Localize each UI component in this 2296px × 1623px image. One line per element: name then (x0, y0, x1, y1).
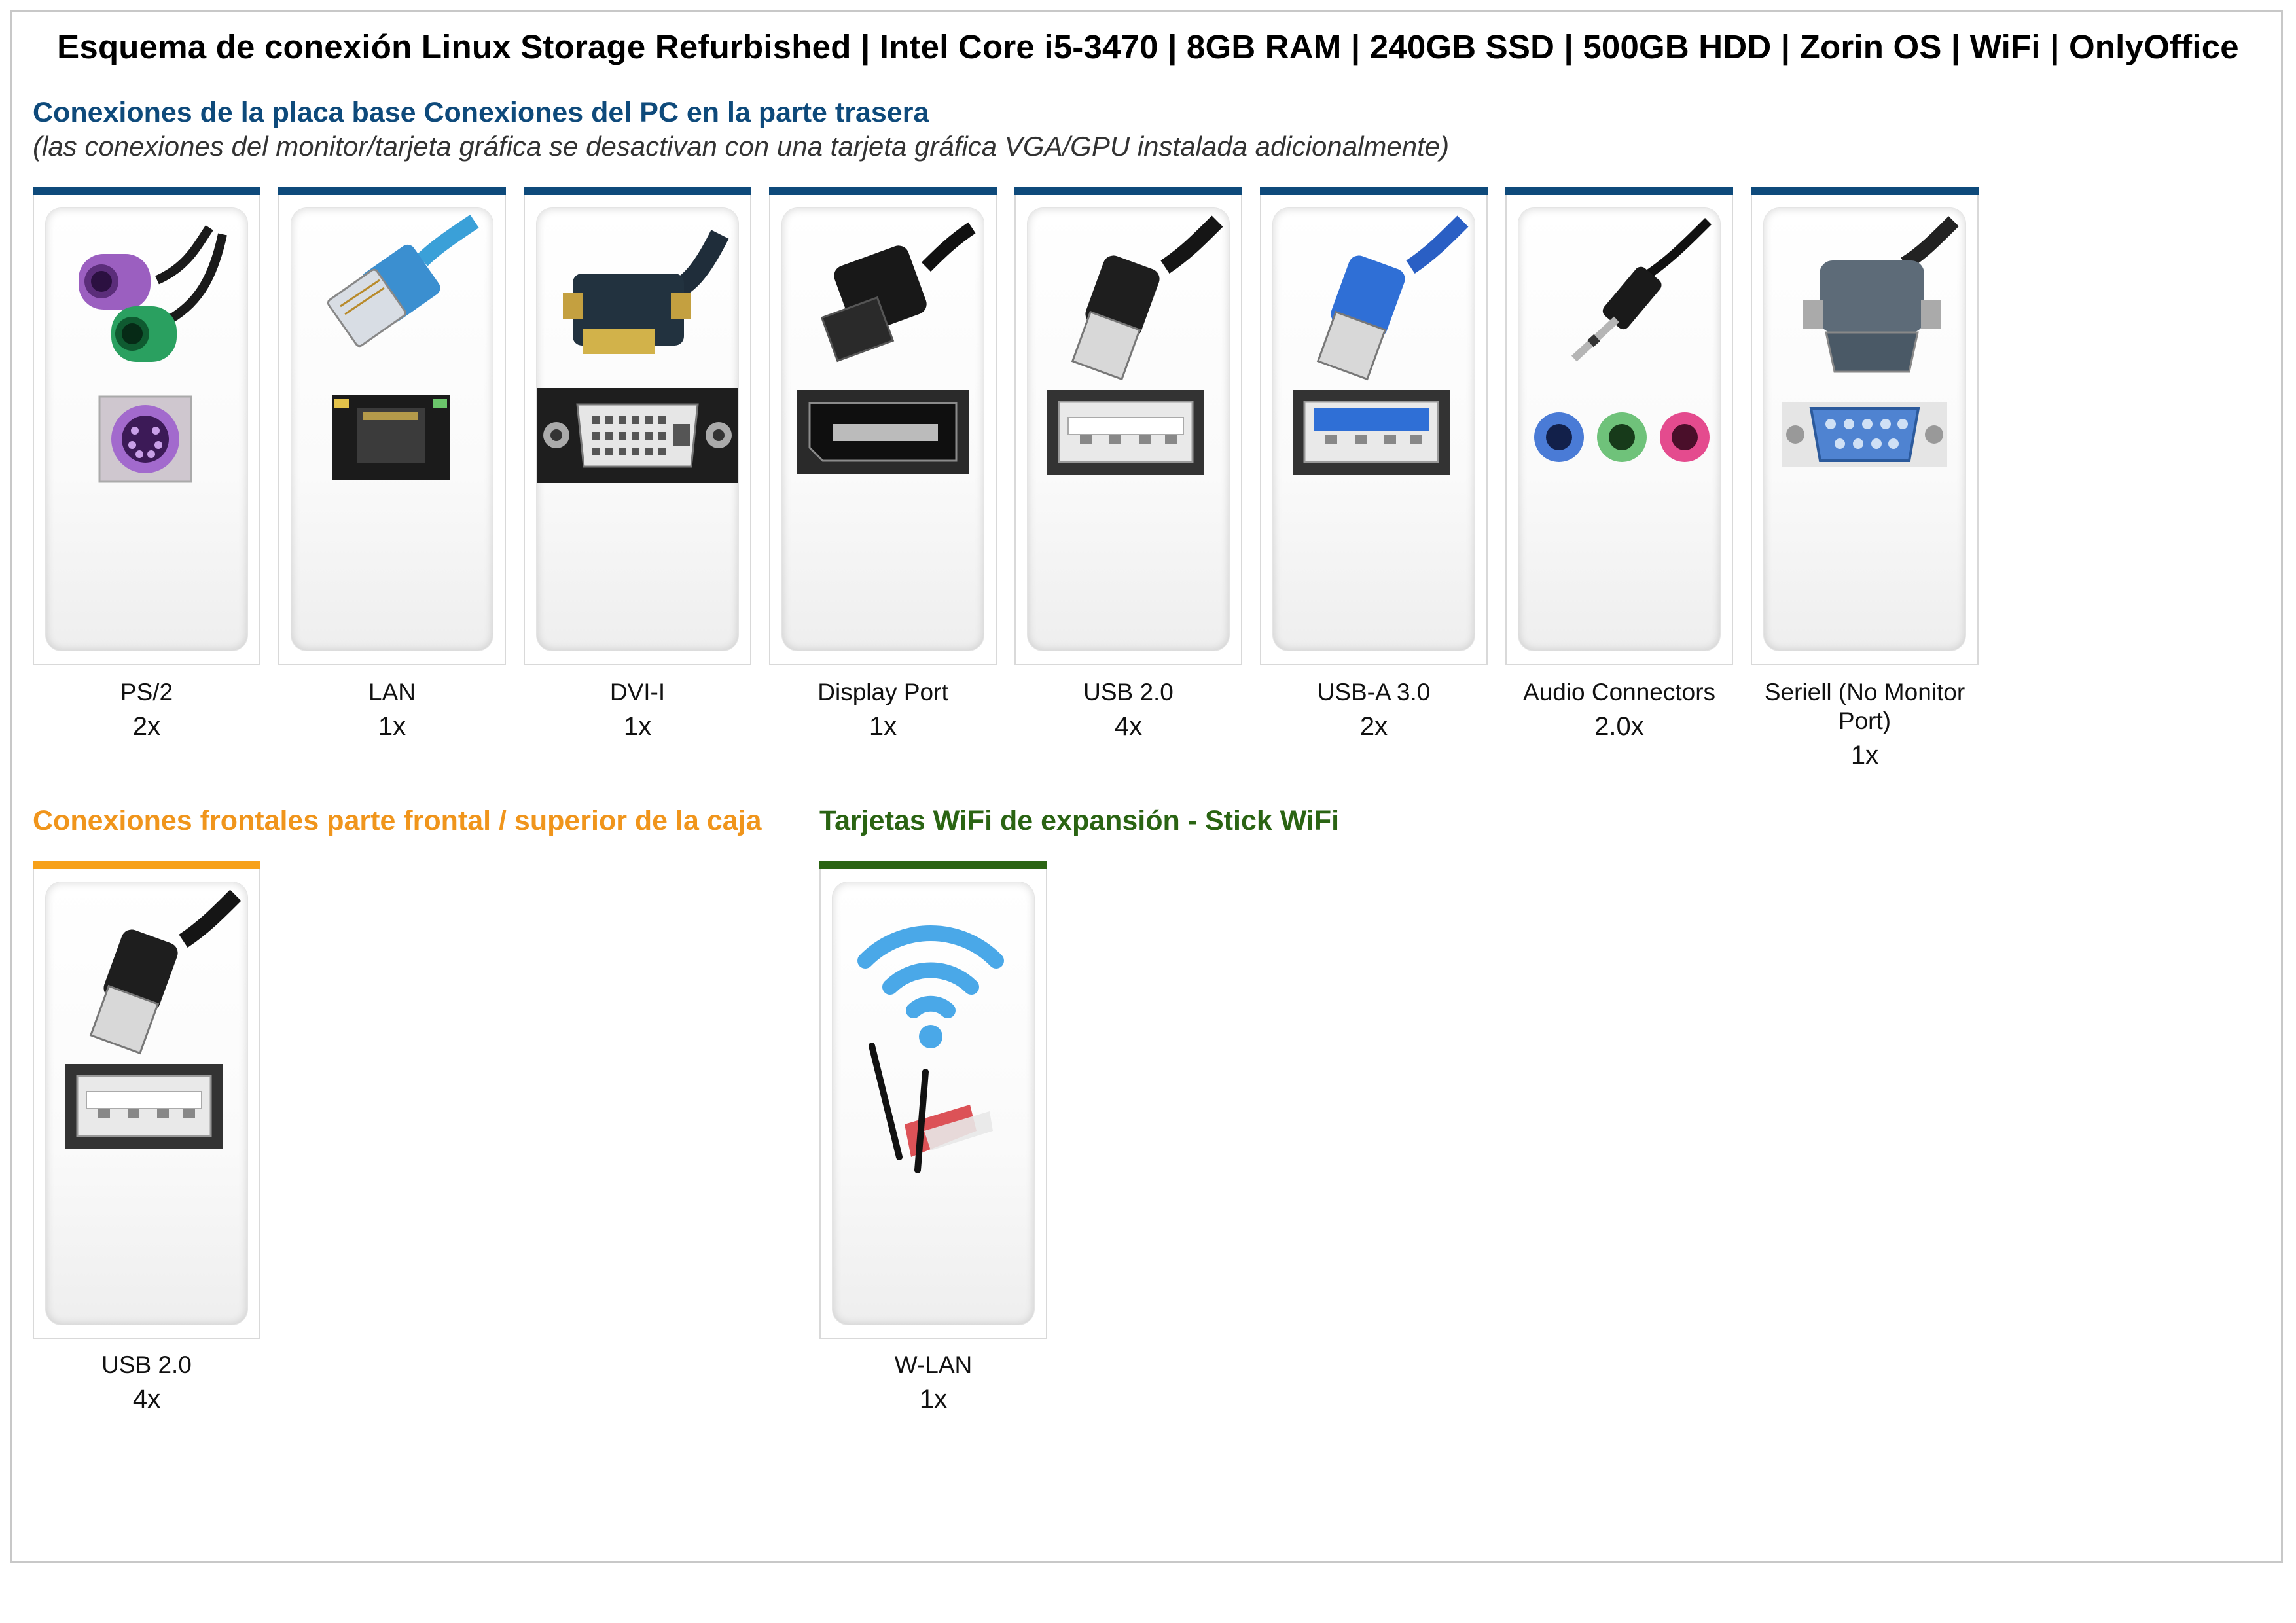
port-count: 2.0x (1594, 712, 1644, 741)
port-count: 1x (869, 712, 897, 741)
usb2-connector-icon (1028, 208, 1229, 651)
card-accent-bar (1014, 187, 1242, 195)
port-card-serial (1751, 187, 1979, 665)
lan-rj45-connector-icon (291, 208, 493, 651)
port-count: 1x (623, 712, 652, 741)
card-accent-bar (524, 187, 751, 195)
port-card-dvi (524, 187, 751, 665)
port-card-ps2 (33, 187, 260, 665)
port-label: Audio Connectors (1522, 679, 1716, 705)
page-frame (10, 10, 2283, 1563)
port-count: 4x (1114, 712, 1143, 741)
port-count: 1x (919, 1385, 948, 1414)
wifi-section-title: Tarjetas WiFi de expansión - Stick WiFi (819, 805, 1340, 836)
port-card-wlan (819, 861, 1047, 1339)
dvi-connector-icon (537, 208, 738, 651)
port-card-lan (278, 187, 506, 665)
rear-section-subtitle: (las conexiones del monitor/tarjeta gráf… (33, 131, 1450, 162)
ps2-connector-icon (46, 208, 247, 651)
card-accent-bar (33, 187, 260, 195)
port-card-audio (1505, 187, 1733, 665)
card-accent-bar (1751, 187, 1979, 195)
card-accent-bar (33, 861, 260, 869)
port-label: USB 2.0 (1083, 679, 1174, 705)
port-count: 2x (132, 712, 161, 741)
port-label: DVI-I (609, 679, 666, 705)
usb3-connector-icon (1273, 208, 1475, 651)
port-label: W-LAN (894, 1351, 973, 1378)
wifi-antenna-card-icon (833, 882, 1034, 1325)
card-accent-bar (1505, 187, 1733, 195)
port-count: 1x (378, 712, 406, 741)
port-card-usb2 (1014, 187, 1242, 665)
port-label: Display Port (817, 679, 948, 705)
port-count: 4x (132, 1385, 161, 1414)
port-label: Seriell (No Monitor Port) (1764, 679, 1965, 734)
card-accent-bar (1260, 187, 1488, 195)
rear-section-title: Conexiones de la placa base Conexiones d… (33, 97, 929, 128)
port-card-front-usb2 (33, 861, 260, 1339)
port-label: PS/2 (120, 679, 173, 705)
port-label: LAN (368, 679, 416, 705)
page-title: Esquema de conexión Linux Storage Refurb… (57, 28, 2239, 65)
front-section-title: Conexiones frontales parte frontal / sup… (33, 805, 762, 836)
card-accent-bar (278, 187, 506, 195)
card-accent-bar (819, 861, 1047, 869)
audio-jack-connector-icon (1518, 208, 1720, 651)
port-card-displayport (769, 187, 997, 665)
port-count: 1x (1850, 741, 1879, 770)
port-label: USB-A 3.0 (1317, 679, 1431, 705)
card-accent-bar (769, 187, 997, 195)
port-count: 2x (1359, 712, 1388, 741)
port-label: USB 2.0 (101, 1351, 192, 1378)
usb2-connector-icon (46, 882, 247, 1325)
displayport-connector-icon (782, 208, 984, 651)
port-card-usb3 (1260, 187, 1488, 665)
serial-db9-connector-icon (1764, 208, 1965, 651)
